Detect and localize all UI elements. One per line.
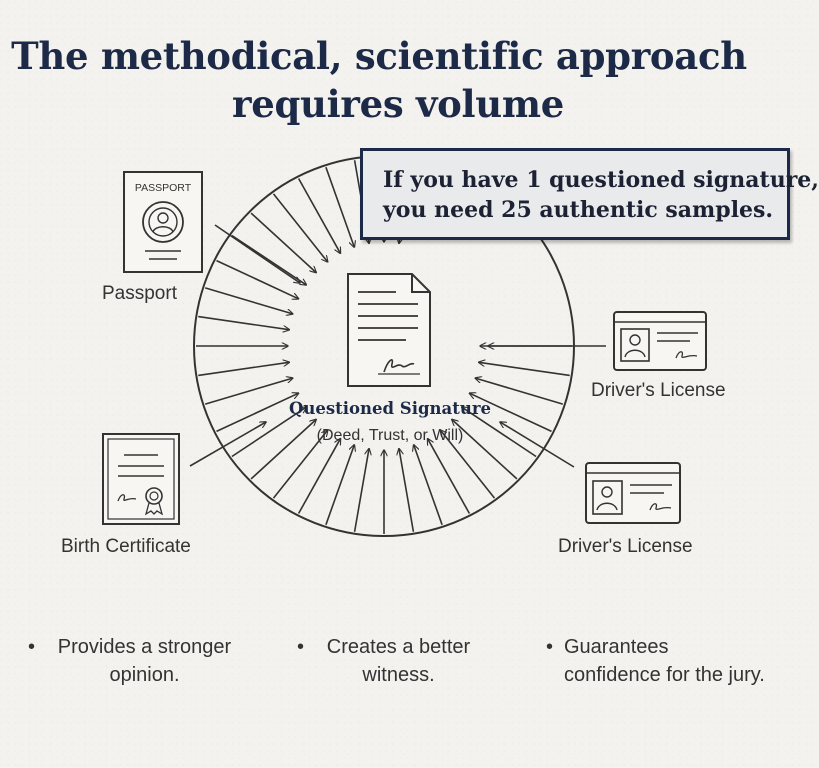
radial-arrow <box>250 420 316 480</box>
radial-arrow <box>272 193 328 262</box>
bullet-line-1: Creates a better <box>326 636 471 658</box>
radial-arrow <box>216 393 299 433</box>
radial-arrow <box>452 420 518 480</box>
radial-arrow <box>475 378 564 405</box>
bullet-dot: • <box>546 636 554 658</box>
drivers-license-icon <box>613 311 707 371</box>
radial-arrow <box>470 393 552 433</box>
radial-arrow <box>462 407 537 458</box>
bullet-item: • Provides a stronger opinion. <box>28 633 243 689</box>
radial-arrow <box>204 287 293 314</box>
birth-certificate-icon <box>102 433 180 525</box>
bullet-dot: • <box>28 636 36 658</box>
bullet-dot: • <box>297 636 305 658</box>
radial-arrow <box>353 449 369 532</box>
radial-arrow <box>250 212 316 272</box>
license-bottom-arrow <box>500 422 575 468</box>
bullet-line-1: Provides a stronger <box>57 636 232 658</box>
center-title: Questioned Signature <box>288 399 492 418</box>
license-top-label: Driver's License <box>591 380 726 401</box>
radial-arrow <box>204 378 293 405</box>
passport-header: PASSPORT <box>135 182 192 194</box>
radial-arrow <box>440 430 496 499</box>
radial-arrow <box>399 449 415 532</box>
bullet-line-2: confidence for the jury. <box>564 664 765 686</box>
callout-line-2: you need 25 authentic samples. <box>383 197 774 223</box>
radial-arrow <box>297 439 341 514</box>
certificate-arrow <box>189 422 266 467</box>
passport-label: Passport <box>102 283 177 304</box>
radial-arrow <box>414 445 443 526</box>
radial-arrow <box>231 407 306 458</box>
license-bottom-label: Driver's License <box>558 536 693 557</box>
bullet-item: • Guarantees confidence for the jury. <box>546 633 768 689</box>
radial-arrow <box>216 259 299 299</box>
radial-arrow <box>428 439 471 514</box>
callout-box: If you have 1 questioned signature, you … <box>360 148 819 240</box>
drivers-license-icon <box>585 462 681 524</box>
birth-certificate-label: Birth Certificate <box>61 536 191 557</box>
questioned-document-icon <box>347 273 431 387</box>
radial-arrow <box>325 166 354 247</box>
radial-arrow <box>325 445 354 526</box>
bullet-item: • Creates a better witness. <box>297 633 482 689</box>
page-title: The methodical, scientific approach requ… <box>0 32 768 128</box>
passport-arrow <box>214 224 300 283</box>
radial-arrow <box>231 234 306 285</box>
bullet-line-2: opinion. <box>109 664 180 686</box>
title-line-1: The methodical, scientific approach <box>11 34 747 78</box>
radial-arrow <box>198 362 289 377</box>
bullet-line-1: Guarantees <box>564 636 669 658</box>
radial-arrow <box>272 430 328 499</box>
radial-arrow <box>479 362 570 377</box>
callout-line-1: If you have 1 questioned signature, <box>383 167 819 193</box>
passport-icon: PASSPORT <box>123 171 203 273</box>
radial-arrow <box>297 178 341 254</box>
center-subtitle: (Deed, Trust, or Will) <box>316 427 464 444</box>
bullet-line-2: witness. <box>362 664 435 686</box>
radial-arrow <box>198 315 289 330</box>
title-line-2: requires volume <box>232 82 564 126</box>
